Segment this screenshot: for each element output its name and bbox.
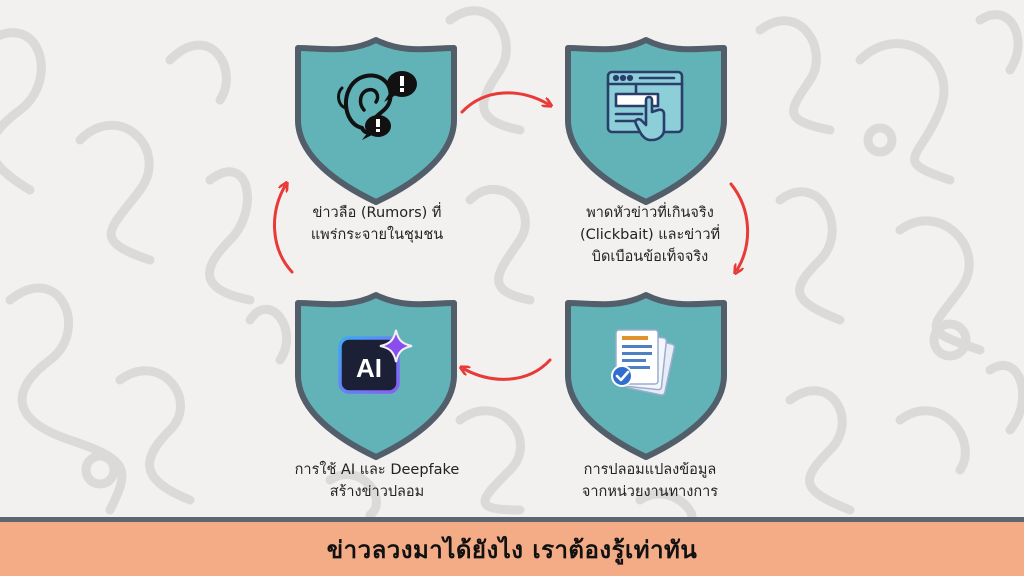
card-1-caption-line-1: ข่าวลือ (Rumors) ที่ [312, 205, 442, 221]
card-3-caption-line-1: การปลอมแปลงข้อมูล [583, 462, 717, 478]
footer-banner: ข่าวลวงมาได้ยังไง เราต้องรู้เท่าทัน [0, 522, 1024, 576]
ear-rumor-icon [337, 71, 417, 140]
arrow-down [729, 182, 749, 270]
card-3-caption-line-2: จากหน่วยงานทางการ [581, 484, 719, 500]
background-doodles [0, 6, 1024, 525]
documents-check-icon [611, 329, 676, 396]
card-2-caption-line-3: บิดเบือนข้อเท็จจริง [591, 249, 709, 265]
arrow-left [464, 358, 552, 381]
card-4-caption: การใช้ AI และ Deepfake สร้างข่าวปลอม [272, 459, 482, 503]
card-3-caption: การปลอมแปลงข้อมูล จากหน่วยงานทางการ [555, 459, 745, 503]
card-4-caption-line-2: สร้างข่าวปลอม [329, 484, 425, 500]
card-1-caption: ข่าวลือ (Rumors) ที่ แพร่กระจายในชุมชน [292, 202, 462, 246]
arrow-right [460, 91, 548, 114]
card-2-caption: พาดหัวข่าวที่เกินจริง (Clickbait) และข่า… [560, 202, 740, 268]
footer-divider [0, 517, 1024, 522]
cycle-arrows [273, 91, 749, 381]
card-4-caption-line-1: การใช้ AI และ Deepfake [294, 462, 460, 478]
clickbait-browser-icon [606, 70, 684, 142]
card-1-caption-line-2: แพร่กระจายในชุมชน [310, 227, 444, 243]
ai-icon-text: AI [356, 353, 382, 383]
footer-title: ข่าวลวงมาได้ยังไง เราต้องรู้เท่าทัน [326, 535, 698, 564]
ai-sparkle-icon: AI [338, 329, 413, 394]
card-2-caption-line-1: พาดหัวข่าวที่เกินจริง [586, 205, 714, 221]
card-2-caption-line-2: (Clickbait) และข่าวที่ [579, 227, 721, 243]
arrow-up [273, 186, 294, 274]
